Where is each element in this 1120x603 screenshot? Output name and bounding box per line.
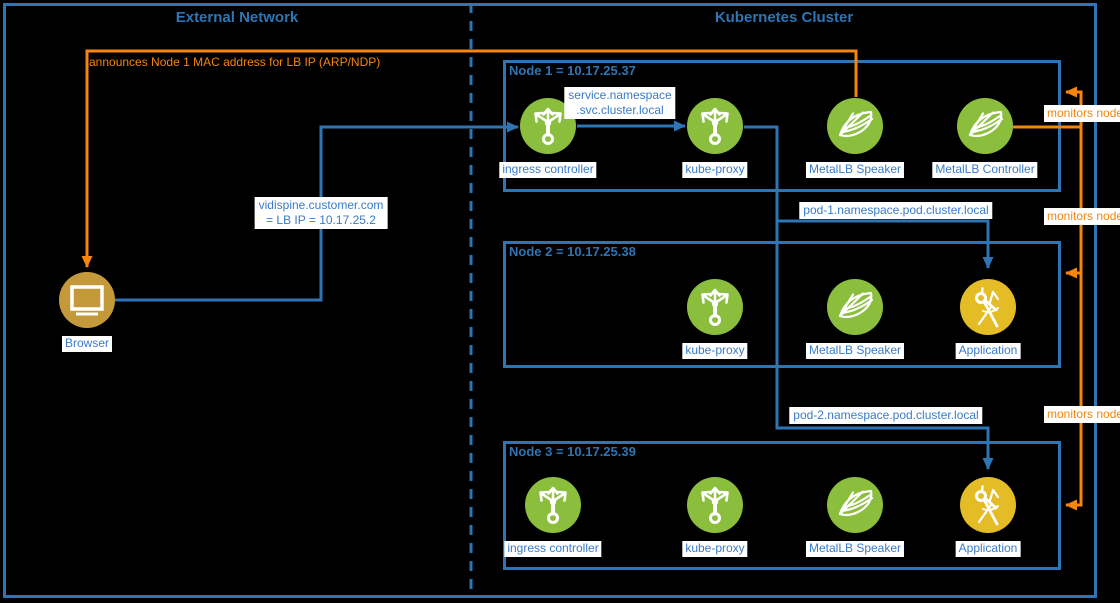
component-label: ingress controller bbox=[499, 162, 597, 178]
branch-arrows-icon bbox=[687, 279, 743, 335]
node1-kube-proxy: kube-proxy bbox=[682, 98, 748, 178]
component-label: MetalLB Speaker bbox=[805, 541, 905, 557]
node1-metallb-speaker: MetalLB Speaker bbox=[805, 98, 905, 178]
node-3-box bbox=[503, 441, 1061, 570]
pod2-dns-edge-label: pod-2.namespace.pod.cluster.local bbox=[789, 407, 983, 424]
node3-metallb-speaker: MetalLB Speaker bbox=[805, 477, 905, 557]
kubeproxy-to-pod2-line bbox=[744, 125, 994, 470]
vidispine-edge-label: vidispine.customer.com = LB IP = 10.17.2… bbox=[254, 197, 388, 229]
component-label: kube-proxy bbox=[682, 162, 748, 178]
service-dns-line1: service.namespace bbox=[568, 88, 672, 102]
branch-arrows-icon bbox=[687, 477, 743, 533]
component-label: Application bbox=[955, 541, 1021, 557]
component-label: MetalLB Speaker bbox=[805, 162, 905, 178]
node2-kube-proxy: kube-proxy bbox=[682, 279, 748, 359]
node2-metallb-speaker: MetalLB Speaker bbox=[805, 279, 905, 359]
node3-kube-proxy: kube-proxy bbox=[682, 477, 748, 557]
web-icon bbox=[827, 98, 883, 154]
browser-label: Browser bbox=[61, 336, 113, 352]
node-2-box bbox=[503, 241, 1061, 368]
node-3-title: Node 3 = 10.17.25.39 bbox=[509, 444, 636, 459]
component-label: MetalLB Controller bbox=[932, 162, 1038, 178]
branch-arrows-icon bbox=[525, 477, 581, 533]
compass-icon bbox=[960, 477, 1016, 533]
monitor-node2-line bbox=[1065, 127, 1083, 279]
speaker-announce-line bbox=[81, 49, 858, 268]
web-icon bbox=[957, 98, 1013, 154]
vidispine-line2: = LB IP = 10.17.25.2 bbox=[266, 213, 376, 227]
kubernetes-cluster-title: Kubernetes Cluster bbox=[714, 9, 854, 26]
web-icon bbox=[827, 477, 883, 533]
node1-metallb-controller: MetalLB Controller bbox=[932, 98, 1038, 178]
branch-arrows-icon bbox=[687, 98, 743, 154]
node-1-title: Node 1 = 10.17.25.37 bbox=[509, 63, 636, 78]
component-label: Application bbox=[955, 343, 1021, 359]
external-network-title: External Network bbox=[175, 9, 299, 26]
web-icon bbox=[827, 279, 883, 335]
monitors-node2-label: monitors node bbox=[1044, 208, 1120, 225]
component-label: kube-proxy bbox=[682, 541, 748, 557]
component-label: MetalLB Speaker bbox=[805, 343, 905, 359]
monitor-icon bbox=[59, 272, 115, 328]
service-dns-edge-label: service.namespace .svc.cluster.local bbox=[564, 87, 676, 119]
monitors-node3-label: monitors node bbox=[1044, 406, 1120, 423]
node2-application: Application bbox=[955, 279, 1021, 359]
outer-frame bbox=[3, 3, 1097, 598]
node3-ingress-controller: ingress controller bbox=[504, 477, 602, 557]
service-dns-line2: .svc.cluster.local bbox=[576, 103, 664, 117]
component-label: ingress controller bbox=[504, 541, 602, 557]
browser: Browser bbox=[59, 272, 115, 352]
announce-edge-label: announces Node 1 MAC address for LB IP (… bbox=[89, 55, 381, 69]
vidispine-line1: vidispine.customer.com bbox=[258, 198, 384, 212]
compass-icon bbox=[960, 279, 1016, 335]
node3-application: Application bbox=[955, 477, 1021, 557]
node-2-title: Node 2 = 10.17.25.38 bbox=[509, 244, 636, 259]
component-label: kube-proxy bbox=[682, 343, 748, 359]
pod1-dns-edge-label: pod-1.namespace.pod.cluster.local bbox=[799, 202, 993, 219]
kubeproxy-to-pod1-line bbox=[777, 219, 994, 269]
monitor-node3-line bbox=[1065, 273, 1083, 511]
monitors-node1-label: monitors node bbox=[1044, 105, 1120, 122]
